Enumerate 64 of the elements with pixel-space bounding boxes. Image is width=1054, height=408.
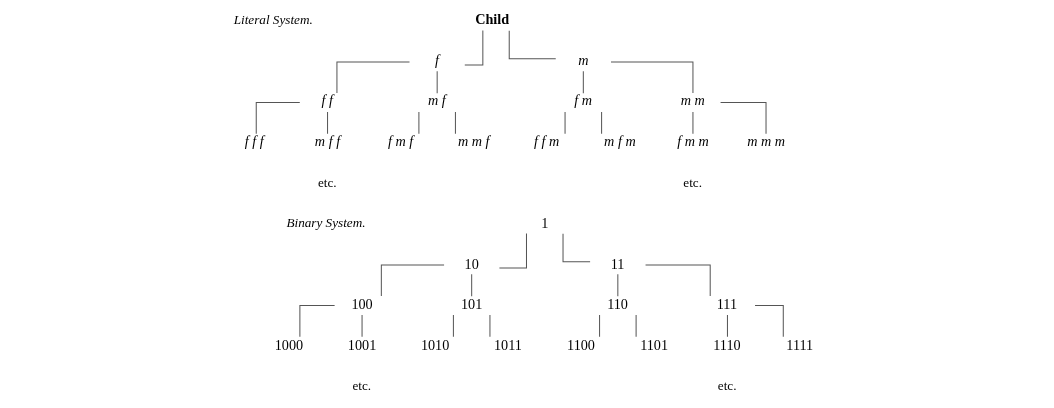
connector [719,102,767,135]
node-text: 11 [610,255,624,272]
node-text: 1110 [712,336,741,353]
label: etc. [317,175,337,191]
connector [598,314,600,338]
connector [417,111,419,135]
node-text: m m [680,92,705,109]
label: Literal System. [233,11,313,27]
connector [562,233,591,263]
connector [635,314,637,338]
node-text: f m m [676,132,709,149]
connector [564,111,566,135]
node-text: 101 [460,296,482,313]
connector [335,61,410,94]
connector [609,61,693,94]
label: etc. [717,378,736,394]
connector [498,233,527,269]
node-text: f f f [244,132,264,149]
label: etc. [682,175,702,191]
connector [470,273,472,297]
connector [255,102,300,135]
connector [436,70,438,94]
connector [380,264,445,297]
connector [452,314,454,338]
node-text: 110 [606,296,628,313]
connector [298,305,335,338]
connector [726,314,728,338]
node-text: 1111 [785,336,813,353]
connector [582,70,584,94]
connector [488,314,490,338]
node-text: 1000 [274,336,303,353]
node-text: f [434,51,439,68]
connector [600,111,602,135]
node-text: 1 [540,215,548,232]
connector [754,305,784,338]
node-text: 1001 [347,336,376,353]
node-text: 1100 [566,336,595,353]
connector [691,111,693,135]
node-text: m m f [457,132,490,149]
node-text: m m m [746,132,785,149]
node-text: f m [573,92,592,109]
connector [644,264,711,297]
node-text: m f [427,92,446,109]
connector [616,273,618,297]
node-text: 111 [716,296,737,313]
node-text: 1010 [420,336,449,353]
node-text: 10 [464,255,479,272]
connector [326,111,328,135]
node-text: 1101 [639,336,668,353]
node-text: f f m [533,132,559,149]
connector [463,30,483,66]
node-text: Child [474,11,509,28]
node-text: m f m [603,132,636,149]
node-text: m [577,51,589,68]
connector [454,111,456,135]
node-text: f f [320,92,333,109]
label: etc. [351,378,371,394]
label: Binary System. [285,214,366,230]
connector [361,314,363,338]
node-text: 1011 [493,336,522,353]
node-text: m f f [314,132,340,149]
node-text: f m f [387,132,413,149]
connector [508,30,556,60]
node-text: 100 [350,296,373,313]
